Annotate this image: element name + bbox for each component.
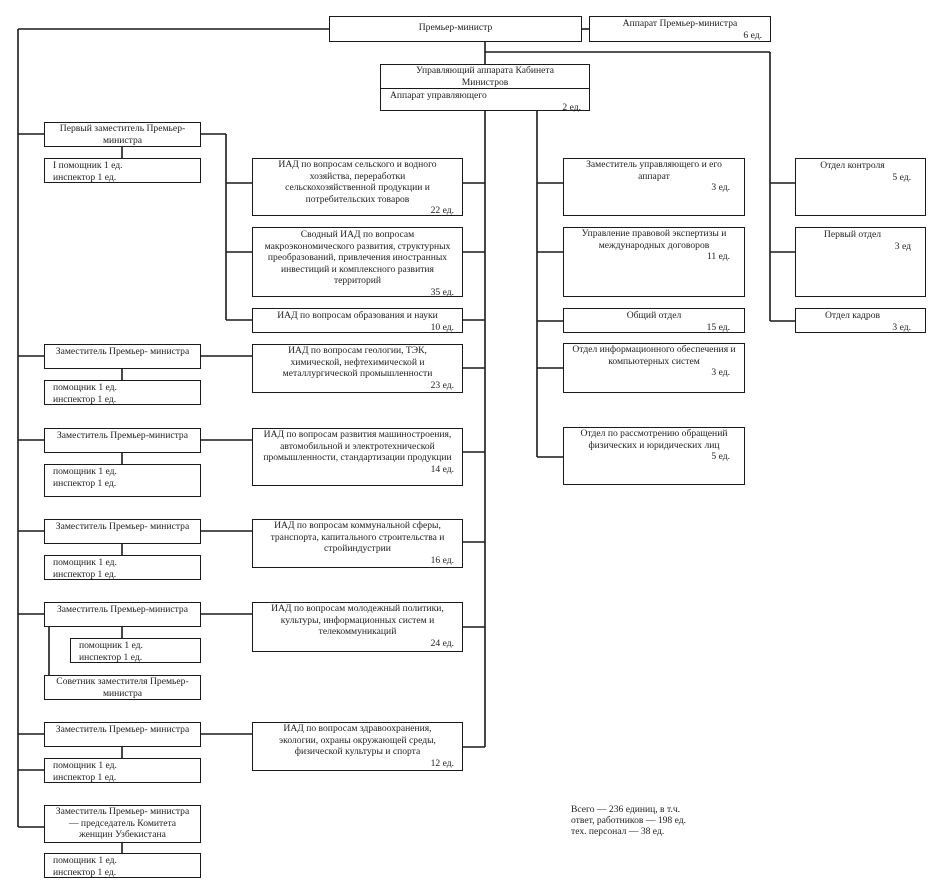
pm-apparatus-box: Аппарат Премьер-министра 6 ед. <box>589 16 771 42</box>
iad-units: 23 ед. <box>430 379 454 391</box>
iad-units: 10 ед. <box>430 321 454 333</box>
iad-title: ИАД по вопросам образования и науки <box>277 310 438 321</box>
deputy-staff-box: помощник 1 ед. инспектор 1 ед. <box>70 638 201 663</box>
iad-box: ИАД по вопросам развития машиностроения,… <box>252 428 463 486</box>
pm-unit-title: Отдел контроля <box>820 160 885 171</box>
staff-line: инспектор 1 ед. <box>79 651 143 663</box>
deputy-box: Заместитель Премьер- министра <box>44 519 201 544</box>
deputy-title: Заместитель Премьер- министра <box>55 346 190 357</box>
deputy-staff-box: помощник 1 ед. инспектор 1 ед. <box>44 464 201 497</box>
pm-apparatus-title: Аппарат Премьер-министра <box>622 18 738 29</box>
iad-title: ИАД по вопросам геологии, ТЭК, химическо… <box>282 345 433 380</box>
iad-box: ИАД по вопросам сельского и водного хозя… <box>252 158 463 216</box>
staff-line: инспектор 1 ед. <box>53 771 117 783</box>
manager-unit-box: Общий отдел 15 ед. <box>563 308 745 333</box>
advisor-box: Советник заместителя Премьер-министра <box>44 675 201 700</box>
pm-unit-title: Отдел кадров <box>824 310 881 321</box>
manager-unit-title: Отдел информационного обеспечения и комп… <box>572 344 736 367</box>
deputy-box: Заместитель Премьер- министра <box>44 344 201 369</box>
iad-title: Сводный ИАД по вопросам макроэкономическ… <box>264 229 451 287</box>
iad-units: 14 ед. <box>430 463 454 475</box>
iad-title: ИАД по вопросам коммунальной сферы, тран… <box>270 520 445 555</box>
iad-units: 35 ед. <box>430 286 454 298</box>
totals-line: тех. персонал — 38 ед. <box>571 826 665 838</box>
manager-unit-box: Управление правовой экспертизы и междуна… <box>563 227 745 297</box>
deputy-box: Заместитель Премьер- министра — председа… <box>44 805 201 843</box>
staff-line: помощник 1 ед. <box>53 760 117 771</box>
iad-units: 24 ед. <box>430 637 454 649</box>
deputy-box: Заместитель Премьер- министра <box>44 722 201 747</box>
iad-title: ИАД по вопросам развития машиностроения,… <box>263 429 452 464</box>
deputy-title: Заместитель Премьер-министра <box>56 604 188 615</box>
deputy-staff-box: помощник 1 ед. инспектор 1 ед. <box>44 380 201 405</box>
pm-unit-units: 3 ед <box>894 240 911 252</box>
pm-unit-units: 3 ед. <box>892 321 911 333</box>
deputy-staff-box: помощник 1 ед. инспектор 1 ед. <box>44 758 201 783</box>
prime-minister-box: Премьер-министр <box>329 16 582 42</box>
pm-apparatus-units: 6 ед. <box>743 29 762 41</box>
iad-title: ИАД по вопросам молодежный политики, кул… <box>271 603 444 638</box>
iad-units: 22 ед. <box>430 205 454 217</box>
iad-title: ИАД по вопросам сельского и водного хозя… <box>278 159 437 205</box>
manager-unit-title: Заместитель управляющего и его аппарат <box>586 159 722 182</box>
iad-box: ИАД по вопросам геологии, ТЭК, химическо… <box>252 344 463 393</box>
staff-line: I помощник 1 ед. <box>53 160 123 171</box>
totals-line: Всего — 236 единиц, в т.ч. <box>571 804 681 815</box>
staff-line: инспектор 1 ед. <box>53 866 117 878</box>
manager-unit-units: 3 ед. <box>711 182 730 194</box>
deputy-box: Заместитель Премьер-министра <box>44 602 201 627</box>
staff-line: помощник 1 ед. <box>53 557 117 568</box>
manager-divider <box>381 88 589 90</box>
staff-line: инспектор 1 ед. <box>53 393 117 405</box>
staff-line: помощник 1 ед. <box>79 640 143 651</box>
iad-box: Сводный ИАД по вопросам макроэкономическ… <box>252 227 463 298</box>
staff-line: помощник 1 ед. <box>53 466 117 477</box>
staff-line: инспектор 1 ед. <box>53 171 117 183</box>
iad-box: ИАД по вопросам молодежный политики, кул… <box>252 602 463 652</box>
iad-box: ИАД по вопросам коммунальной сферы, тран… <box>252 519 463 568</box>
manager-unit-box: Отдел по рассмотрению обращений физическ… <box>563 427 745 485</box>
staff-line: помощник 1 ед. <box>53 382 117 393</box>
deputy-title: Заместитель Премьер- министра <box>55 724 190 735</box>
deputy-staff-box: помощник 1 ед. инспектор 1 ед. <box>44 853 201 878</box>
prime-minister-title: Премьер-министр <box>418 22 493 33</box>
manager-box: Управляющий аппарата Кабинета Министров … <box>380 64 590 113</box>
iad-title: ИАД по вопросам здравоохранения, экологи… <box>279 723 436 758</box>
manager-unit-units: 5 ед. <box>711 451 730 463</box>
manager-subtitle: Аппарат управляющего <box>390 90 487 102</box>
deputy-box: Первый заместитель Премьер-министра <box>44 122 201 147</box>
iad-box: ИАД по вопросам образования и науки 10 е… <box>252 308 463 333</box>
manager-unit-units: 11 ед. <box>706 251 730 263</box>
totals-line: ответ, работников — 198 ед. <box>571 815 687 827</box>
advisor-title: Советник заместителя Премьер-министра <box>56 676 189 699</box>
manager-unit-units: 15 ед. <box>706 321 730 333</box>
deputy-title: Заместитель Премьер- министра — председа… <box>55 806 190 841</box>
manager-unit-units: 3 ед. <box>711 367 730 379</box>
manager-unit-title: Общий отдел <box>626 310 682 321</box>
deputy-title: Первый заместитель Премьер-министра <box>59 123 186 146</box>
staff-totals: Всего — 236 единиц, в т.ч. ответ, работн… <box>571 804 686 838</box>
pm-unit-units: 5 ед. <box>892 171 911 183</box>
iad-units: 16 ед. <box>430 554 454 566</box>
manager-title: Управляющий аппарата Кабинета Министров <box>416 65 554 88</box>
pm-unit-title: Первый отдел <box>823 229 882 240</box>
manager-unit-box: Заместитель управляющего и его аппарат 3… <box>563 158 745 216</box>
manager-unit-title: Управление правовой экспертизы и междуна… <box>581 228 727 251</box>
iad-units: 12 ед. <box>430 757 454 769</box>
staff-line: инспектор 1 ед. <box>53 477 117 489</box>
manager-unit-title: Отдел по рассмотрению обращений физическ… <box>580 428 728 451</box>
staff-line: инспектор 1 ед. <box>53 568 117 580</box>
manager-units: 2 ед. <box>562 101 581 113</box>
deputy-box: Заместитель Премьер-министра <box>44 428 201 453</box>
deputy-staff-box: помощник 1 ед. инспектор 1 ед. <box>44 555 201 580</box>
deputy-title: Заместитель Премьер- министра <box>55 521 190 532</box>
deputy-staff-box: I помощник 1 ед. инспектор 1 ед. <box>44 158 201 183</box>
manager-unit-box: Отдел информационного обеспечения и комп… <box>563 343 745 393</box>
pm-unit-box: Отдел контроля 5 ед. <box>795 158 926 216</box>
deputy-title: Заместитель Премьер-министра <box>56 430 188 441</box>
pm-unit-box: Первый отдел 3 ед <box>795 227 926 297</box>
pm-unit-box: Отдел кадров 3 ед. <box>795 308 926 333</box>
iad-box: ИАД по вопросам здравоохранения, экологи… <box>252 722 463 771</box>
staff-line: помощник 1 ед. <box>53 855 117 866</box>
